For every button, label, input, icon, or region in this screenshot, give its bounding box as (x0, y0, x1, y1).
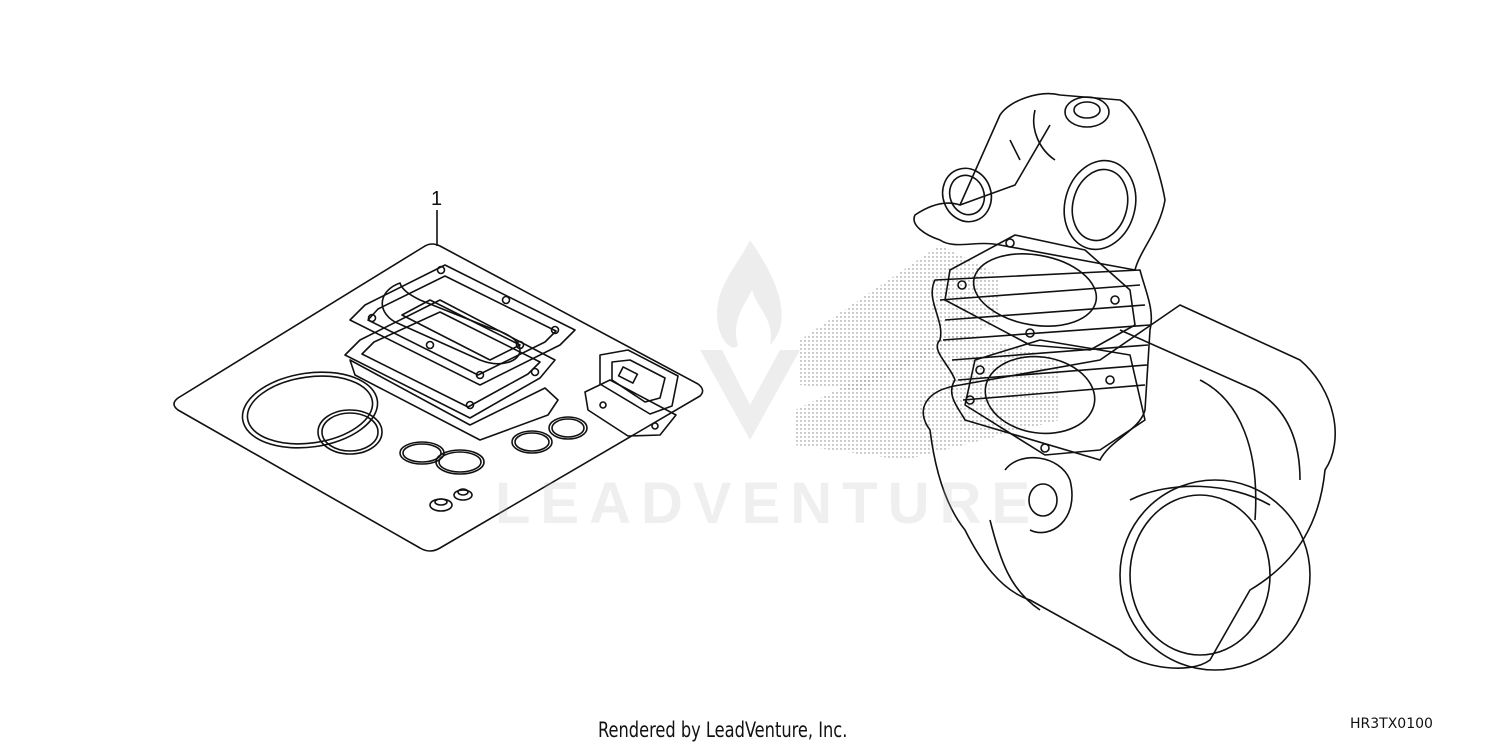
diagram-reference-code: HR3TX0100 (1350, 716, 1433, 732)
large-o-ring (241, 371, 379, 449)
small-o-ring-3 (511, 430, 553, 454)
engine-head-gasket (944, 234, 1136, 351)
small-o-ring-4 (548, 416, 588, 440)
intake-port (941, 167, 993, 223)
watermark-text: LEADVENTURE (495, 471, 1041, 536)
spark-plug-boss (1064, 96, 1110, 128)
engine-base-gasket (964, 339, 1146, 456)
cylinder-base-gasket (344, 299, 556, 419)
small-o-ring (399, 441, 445, 465)
cylinder-block (931, 269, 1153, 461)
head-cover-gasket (349, 264, 576, 386)
engine-illustration (913, 92, 1336, 671)
callout-label-1[interactable]: 1 (431, 188, 443, 210)
small-o-ring-2 (435, 449, 485, 475)
watermark-logo-icon (700, 240, 800, 440)
exhaust-port (1063, 159, 1137, 251)
cam-chain-gasket (381, 282, 521, 365)
footer-credit: Rendered by LeadVenture, Inc. (598, 718, 848, 742)
placement-guide-stipple (795, 245, 1060, 460)
side-cover (1119, 479, 1311, 671)
sealing-washer (453, 489, 473, 501)
gasket-kit-sheet (173, 243, 704, 552)
gasket-kit-illustration (173, 210, 704, 552)
reed-valve-gasket-2 (584, 379, 677, 437)
cylinder-head (913, 92, 1166, 271)
crankcase (922, 304, 1336, 669)
reed-valve-gasket (599, 349, 679, 415)
large-o-ring-2 (317, 409, 383, 455)
